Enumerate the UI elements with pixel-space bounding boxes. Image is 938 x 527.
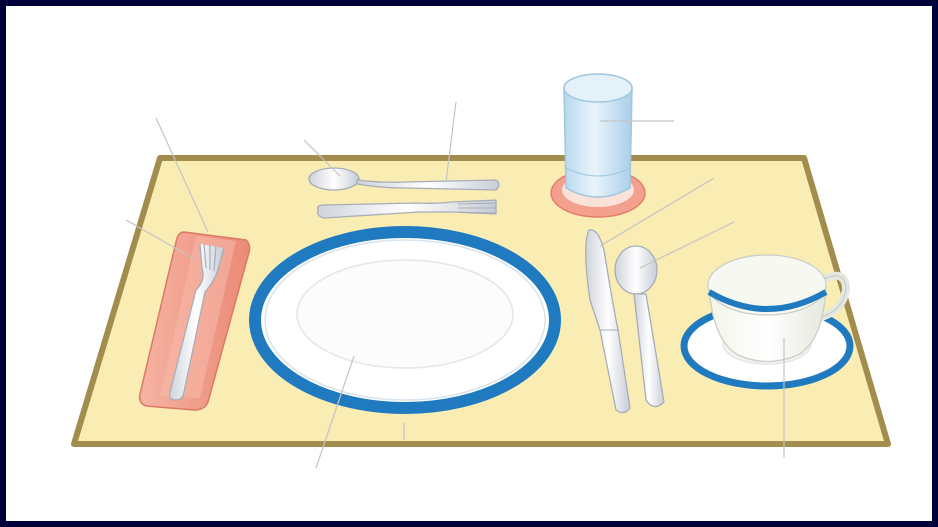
glass-icon: [551, 74, 645, 217]
place-setting-illustration: [6, 6, 932, 521]
plate-icon: [255, 232, 555, 408]
diagram-canvas: [6, 6, 932, 521]
